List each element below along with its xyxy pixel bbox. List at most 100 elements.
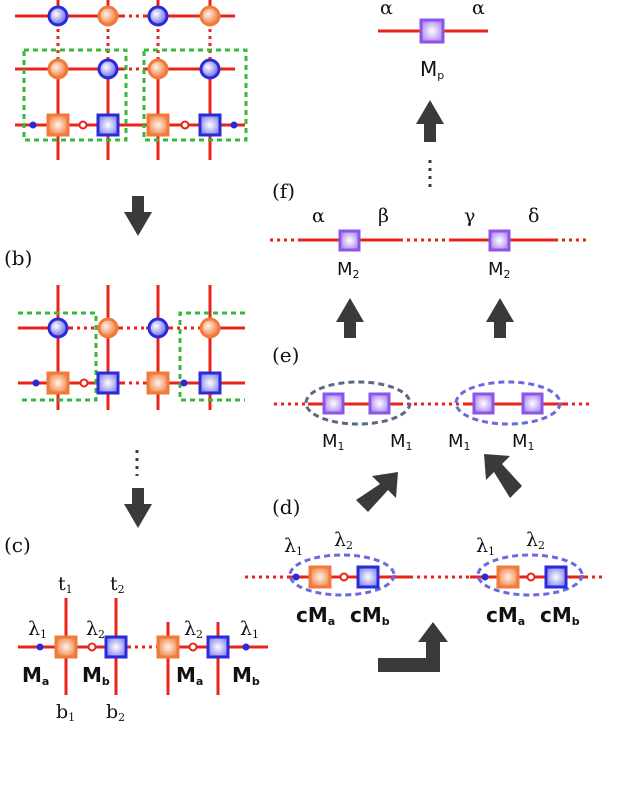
blue-site [199, 58, 221, 80]
group-ellipse [288, 553, 396, 597]
panel-label-e: (e) [272, 343, 299, 367]
group-ellipse [454, 380, 562, 426]
cluster-box [18, 311, 98, 402]
label-lambda2: λ2 [86, 618, 105, 641]
lambda-dot [188, 642, 198, 652]
lambda-dot [526, 572, 536, 582]
label-mp: Mp [420, 57, 444, 82]
lambda-dot [292, 573, 300, 581]
label-b1: b1 [56, 701, 75, 724]
lambda-dot [78, 120, 88, 130]
panel-label-b: (b) [4, 246, 32, 270]
cluster-box [178, 311, 245, 402]
lambda-dot [242, 643, 250, 651]
label-alpha: α [472, 0, 485, 19]
blue-site [147, 5, 169, 27]
orange-site [97, 5, 119, 27]
lambda-dot [29, 121, 37, 129]
blue-site [47, 5, 69, 27]
lambda-dot [339, 572, 349, 582]
mp-diagram [378, 18, 488, 44]
cluster-box [22, 48, 128, 142]
arrow-down-icon [124, 196, 152, 236]
lambda-dot [481, 573, 489, 581]
label-ma: Ma [176, 663, 203, 688]
group-ellipse [476, 553, 584, 597]
lambda-dot [180, 379, 188, 387]
panel-label-d: (d) [272, 495, 300, 519]
blue-site [97, 58, 119, 80]
label-lambda2: λ2 [334, 529, 353, 552]
label-cmb: cMb [540, 603, 580, 628]
orange-site [199, 317, 221, 339]
square-site [146, 371, 170, 395]
square-site [96, 371, 120, 395]
m1-square [322, 392, 345, 415]
label-lambda1: λ1 [284, 535, 303, 558]
label-lambda1: λ1 [240, 618, 259, 641]
label-lambda1: λ1 [28, 618, 47, 641]
label-cma: cMa [296, 603, 335, 628]
arrow-up-icon [416, 100, 444, 142]
label-cmb: cMb [350, 603, 390, 628]
label-alpha: α [312, 205, 325, 227]
m1-square [472, 392, 495, 415]
m2-square [338, 229, 361, 252]
panel-d-diagram [245, 553, 605, 597]
arrow-up-icon [336, 298, 364, 338]
cma-square [496, 565, 520, 589]
lambda-dot [180, 120, 190, 130]
arrow-up-icon [486, 298, 514, 338]
label-cma: cMa [486, 603, 525, 628]
orange-site [199, 5, 221, 27]
panel-b-lattice [18, 285, 245, 410]
label-t1: t1 [58, 573, 73, 596]
mp-square [419, 18, 445, 44]
ma-square [54, 635, 78, 659]
panel-c-diagram [18, 598, 268, 695]
panel-label-c: (c) [4, 533, 31, 557]
m1-square [521, 392, 544, 415]
label-m2: M2 [337, 259, 360, 281]
label-m1: M1 [512, 431, 535, 453]
label-m2: M2 [488, 259, 511, 281]
label-m1: M1 [448, 431, 471, 453]
lambda-dot [79, 378, 89, 388]
orange-site [147, 58, 169, 80]
label-delta: δ [528, 205, 539, 227]
square-site [198, 113, 222, 137]
label-lambda2: λ2 [184, 618, 203, 641]
label-b2: b2 [106, 701, 125, 724]
label-m1: M1 [390, 431, 413, 453]
mb-square [206, 635, 230, 659]
panel-e-diagram [274, 380, 592, 426]
label-alpha: α [380, 0, 393, 19]
lambda-dot [87, 642, 97, 652]
m1-square [368, 392, 391, 415]
ma-square [156, 635, 180, 659]
label-t2: t2 [110, 573, 125, 596]
arrow-down-icon [124, 488, 152, 528]
lambda-dot [32, 379, 40, 387]
label-ma: Ma [22, 663, 49, 688]
cmb-square [356, 565, 380, 589]
blue-site [147, 317, 169, 339]
lambda-dot [230, 121, 238, 129]
blue-site [47, 317, 69, 339]
label-lambda2: λ2 [526, 529, 545, 552]
cmb-square [544, 565, 568, 589]
square-site [198, 371, 222, 395]
orange-site [47, 58, 69, 80]
panel-label-f: (f) [272, 179, 295, 203]
group-ellipse [304, 380, 412, 426]
label-gamma: γ [464, 205, 475, 227]
label-lambda1: λ1 [476, 535, 495, 558]
orange-site [97, 317, 119, 339]
cma-square [308, 565, 332, 589]
label-mb: Mb [82, 663, 110, 688]
label-beta: β [378, 205, 389, 227]
arrow-up-icon [356, 472, 398, 512]
panel-f-diagram [270, 229, 588, 252]
cluster-box [142, 48, 248, 142]
